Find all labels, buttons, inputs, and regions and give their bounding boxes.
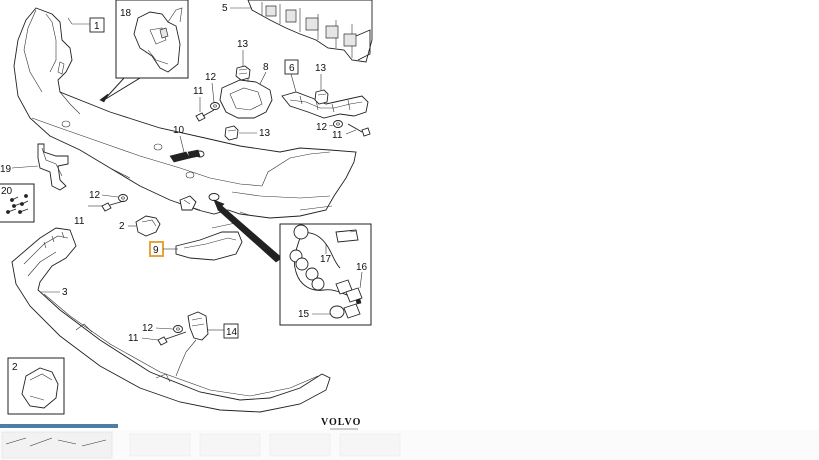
callout-box-14	[223, 323, 239, 339]
callout-12-c: 12	[89, 190, 101, 201]
inset-2	[7, 357, 65, 415]
part-9-trim-strip	[175, 221, 243, 261]
part-8-bracket	[219, 69, 273, 119]
bolt-11-a	[195, 109, 215, 122]
washer-12-a	[210, 102, 220, 110]
clip-13-b	[224, 125, 239, 141]
clip-13-a	[235, 65, 251, 81]
callout-1: 1	[94, 21, 100, 32]
callout-box-6	[284, 59, 299, 75]
callout-12-b: 12	[316, 122, 328, 133]
inset-sensor-wiring	[279, 223, 372, 326]
part-19-bracket	[37, 143, 69, 191]
callout-10: 10	[173, 125, 185, 136]
callout-18: 18	[120, 8, 132, 19]
inset-18	[115, 0, 189, 79]
upper-bracket-assembly	[247, 0, 373, 63]
callout-5: 5	[222, 3, 228, 14]
callout-17: 17	[320, 254, 332, 265]
callout-13-c: 13	[315, 63, 327, 74]
callout-11-b: 11	[332, 130, 343, 141]
part-14-bracket	[175, 311, 209, 377]
part-3-lower-diffuser	[11, 227, 331, 413]
callout-2-b: 2	[12, 362, 18, 373]
inset-20	[0, 183, 35, 223]
callout-13-a: 13	[237, 39, 249, 50]
washer-12-c	[118, 194, 128, 202]
washer-12-d	[173, 325, 183, 333]
callout-11-c: 11	[74, 216, 85, 227]
callout-6: 6	[289, 63, 295, 74]
part-6-bracket	[281, 91, 369, 119]
callout-19: 19	[0, 164, 12, 175]
bolt-11-c	[101, 200, 125, 212]
callout-11-a: 11	[193, 86, 204, 97]
callout-14: 14	[226, 327, 238, 338]
callout-12-d: 12	[142, 323, 154, 334]
callout-2-a: 2	[119, 221, 125, 232]
washer-12-b	[333, 120, 343, 128]
bolt-11-b	[347, 123, 371, 137]
callout-11-d: 11	[128, 333, 139, 344]
volvo-logo-text: VOLVO	[321, 417, 361, 428]
callout-20: 20	[1, 186, 13, 197]
part-10-marker	[169, 149, 201, 163]
callout-box-1	[89, 17, 105, 33]
thumbnail-strip	[0, 424, 819, 460]
callout-8: 8	[263, 62, 269, 73]
bolt-11-d	[157, 331, 187, 346]
callout-16: 16	[356, 262, 368, 273]
part-2-cap	[135, 215, 161, 237]
sensor-holder-clip	[179, 195, 197, 211]
clip-13-c	[314, 89, 329, 105]
callout-13-b: 13	[259, 128, 271, 139]
inset-18-pointer	[103, 77, 142, 101]
callout-9: 9	[153, 245, 159, 256]
callout-15: 15	[298, 309, 310, 320]
callout-3: 3	[62, 287, 68, 298]
callout-12-a: 12	[205, 72, 217, 83]
